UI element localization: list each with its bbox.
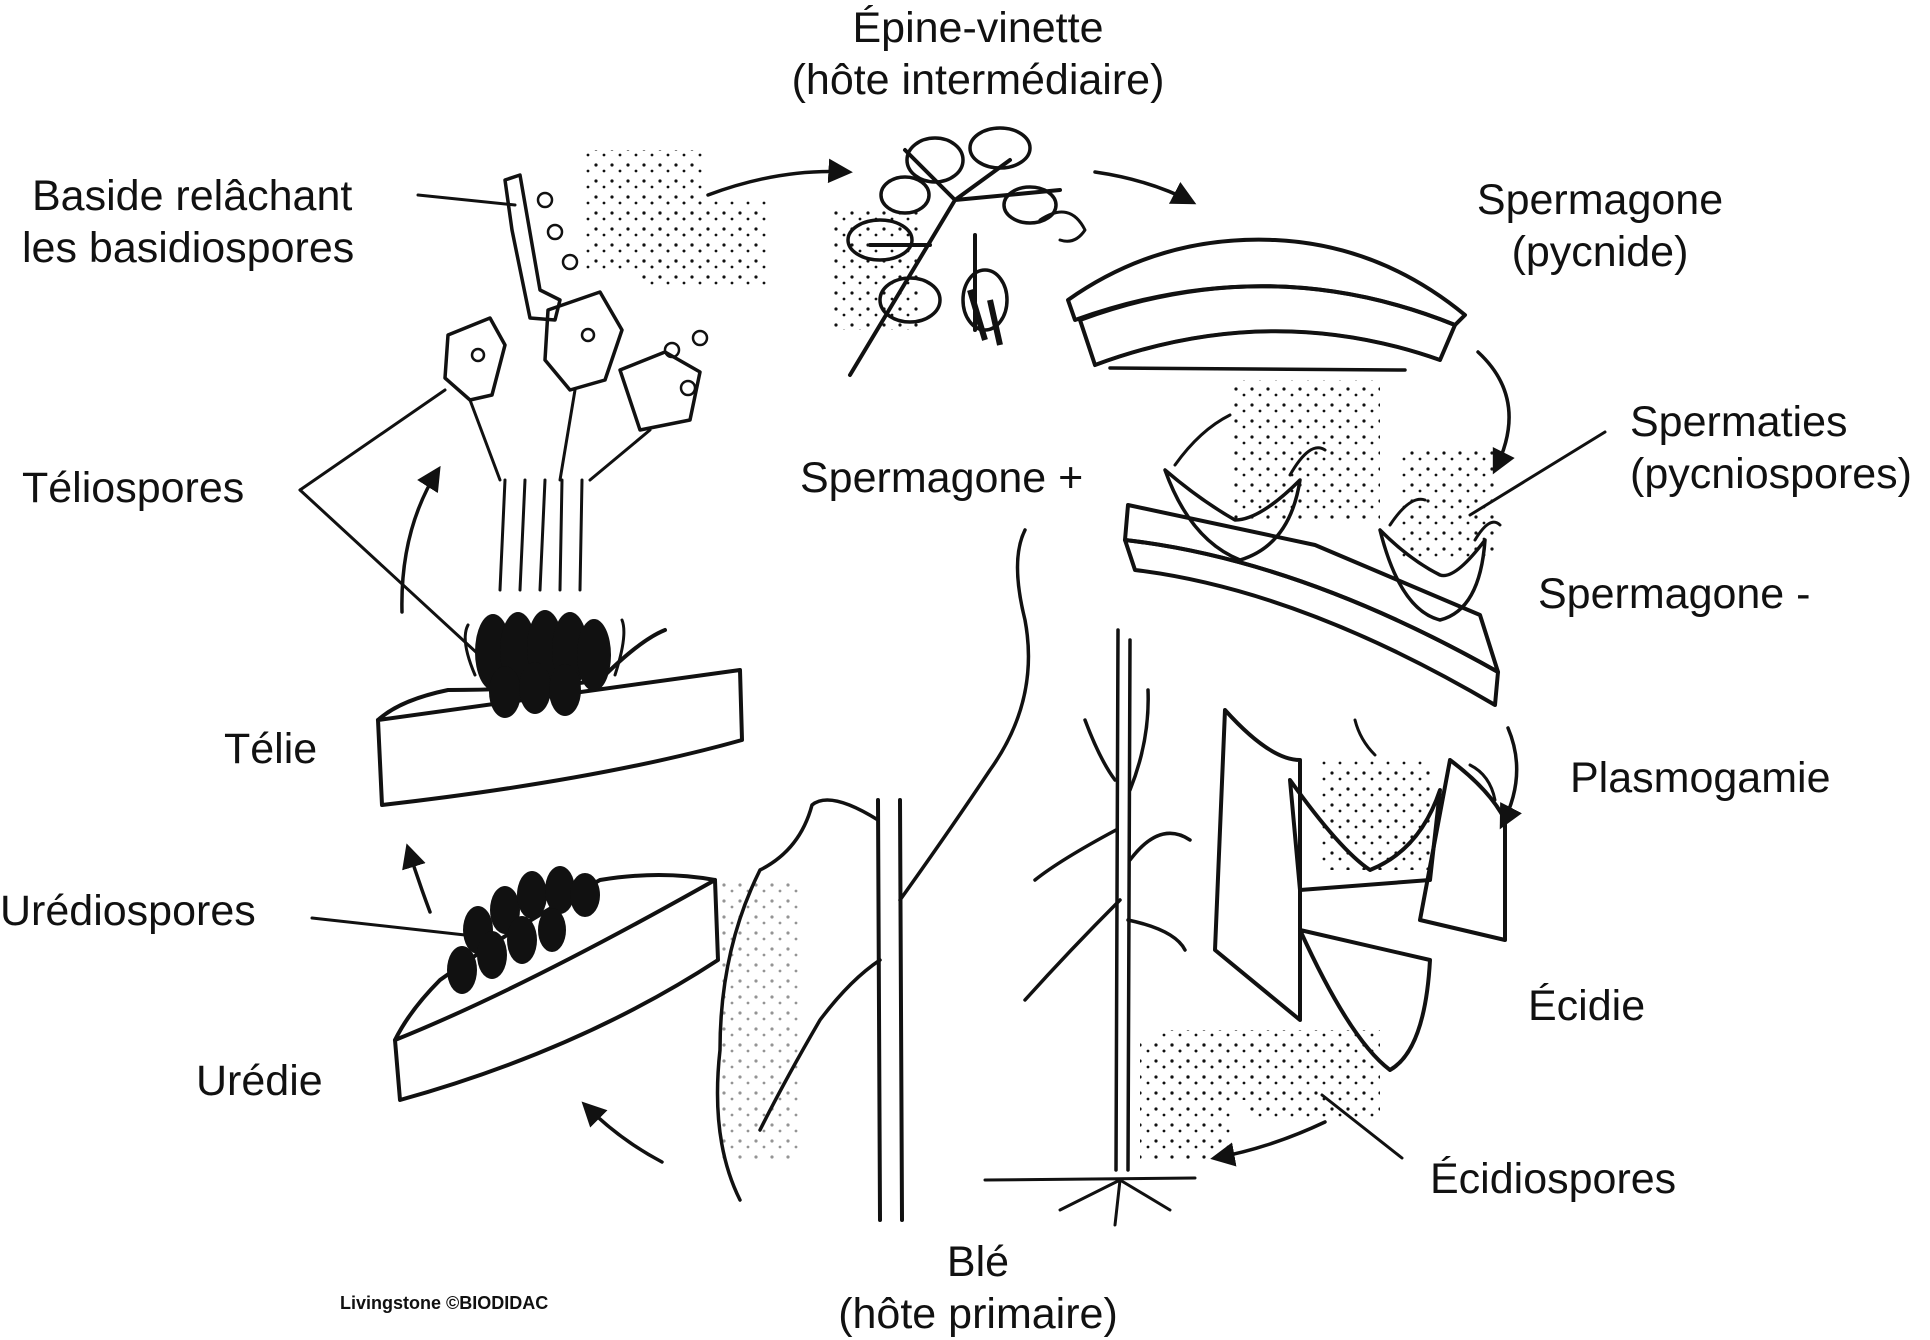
leader-teliospores-upper xyxy=(298,388,447,492)
label-ecidiospores: Écidiospores xyxy=(1430,1155,1677,1203)
basidiospore-dots xyxy=(585,150,770,290)
label-spermagone-minus: Spermagone - xyxy=(1538,570,1811,618)
label-spermaties: Spermaties (pycniospores) xyxy=(1630,396,1912,500)
label-teliospores: Téliospores xyxy=(22,464,245,512)
label-baside-line2: les basidiospores xyxy=(22,224,355,272)
label-epine-vinette-line1: Épine-vinette xyxy=(852,4,1104,52)
teliospore-basidium-drawing xyxy=(443,173,709,592)
wheat-drawing xyxy=(715,528,1230,1227)
label-ble: Blé (hôte primaire) xyxy=(838,1236,1118,1340)
label-spermagone-pycnide-line2: (pycnide) xyxy=(1511,228,1689,276)
arrow-uredie-to-telie xyxy=(402,843,432,914)
label-ble-line2: (hôte primaire) xyxy=(838,1290,1118,1338)
leader-baside xyxy=(416,193,517,207)
telie-drawing xyxy=(376,610,744,807)
label-spermagone-plus: Spermagone + xyxy=(800,454,1084,502)
arrow-barberry-to-spermagone xyxy=(1093,170,1197,205)
label-telie: Télie xyxy=(224,725,318,773)
barberry-drawing xyxy=(830,126,1087,377)
label-ecidie: Écidie xyxy=(1528,982,1646,1030)
label-plasmogamie: Plasmogamie xyxy=(1570,754,1831,802)
label-spermagone-pycnide-line1: Spermagone xyxy=(1476,176,1724,224)
label-uredie: Urédie xyxy=(196,1057,323,1105)
arrow-basidiospores-to-barberry xyxy=(706,158,853,197)
leader-teliospores-lower xyxy=(298,488,492,667)
label-spermagone-pycnide: Spermagone (pycnide) xyxy=(1477,174,1723,278)
leader-urediospores xyxy=(310,916,467,937)
spermagone-pycnide-drawing xyxy=(1066,237,1467,372)
uredie-drawing xyxy=(393,866,720,1102)
label-spermaties-line1: Spermaties xyxy=(1630,398,1848,446)
label-urediospores: Urédiospores xyxy=(0,887,256,935)
arrow-spermagone-to-spermaties xyxy=(1476,350,1515,475)
arrow-spermagone-to-ecidie xyxy=(1499,726,1522,830)
label-epine-vinette-line2: (hôte intermédiaire) xyxy=(791,56,1165,104)
label-spermaties-line2: (pycniospores) xyxy=(1630,450,1912,498)
credit-text: Livingstone ©BIODIDAC xyxy=(340,1293,549,1313)
arrow-ecidiospores-to-wheat xyxy=(1210,1120,1327,1167)
spermagones-plus-minus-drawing xyxy=(1123,380,1502,707)
label-baside-line1: Baside relâchant xyxy=(32,172,353,220)
label-baside: Baside relâchant les basidiospores xyxy=(22,170,354,274)
arrow-wheat-to-uredie xyxy=(581,1101,664,1164)
arrow-telie-to-teliospores xyxy=(400,465,441,614)
label-ble-line1: Blé xyxy=(946,1238,1010,1286)
label-epine-vinette: Épine-vinette (hôte intermédiaire) xyxy=(792,2,1165,106)
